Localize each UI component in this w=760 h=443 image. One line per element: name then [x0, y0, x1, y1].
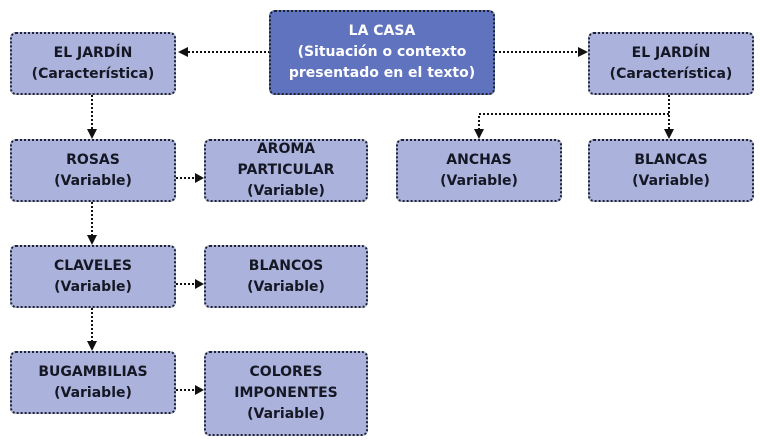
edge-claveles-to-blancos [176, 279, 204, 289]
blancos-type: (Variable) [247, 278, 325, 295]
rosas-type: (Variable) [54, 172, 132, 189]
edge-root-to-left-feature [178, 47, 270, 57]
rosas-title: ROSAS [66, 151, 120, 168]
aroma-title: AROMA PARTICULAR [237, 141, 335, 178]
root-title: LA CASA [348, 23, 416, 39]
bugambilias-node: BUGAMBILIAS (Variable) [10, 351, 176, 414]
edge-root-to-right-feature [495, 47, 588, 57]
right-feature-type: (Característica) [609, 65, 733, 82]
anchas-title: ANCHAS [446, 151, 512, 168]
colores-type: (Variable) [247, 406, 325, 422]
edge-right-feature-to-children [474, 95, 674, 139]
colores-title-line1: COLORES [249, 364, 323, 380]
blancos-node: BLANCOS (Variable) [204, 245, 368, 308]
claveles-title: CLAVELES [53, 257, 133, 274]
colores-title-line2: IMPONENTES [234, 385, 338, 401]
root-description-line1: (Situación o contexto [297, 44, 467, 60]
edge-rosas-to-aroma [176, 173, 204, 183]
right-feature-node: EL JARDÍN (Característica) [588, 32, 754, 95]
edge-left-feature-to-rosas [87, 95, 97, 139]
left-feature-type: (Característica) [31, 65, 155, 82]
right-feature-title: EL JARDÍN [631, 44, 711, 61]
root-node-la-casa: LA CASA (Situación o contexto presentado… [269, 10, 495, 95]
edge-rosas-to-claveles [87, 202, 97, 245]
edge-bugambilias-to-colores [176, 385, 204, 395]
blancas-type: (Variable) [632, 172, 710, 189]
aroma-type: (Variable) [247, 183, 325, 199]
bugambilias-type: (Variable) [54, 384, 132, 401]
edge-claveles-to-bugambilias [87, 308, 97, 351]
left-feature-title: EL JARDÍN [53, 44, 133, 61]
bugambilias-title: BUGAMBILIAS [38, 363, 148, 380]
blancas-title: BLANCAS [634, 151, 708, 168]
blancas-node: BLANCAS (Variable) [588, 139, 754, 202]
colores-node: COLORES IMPONENTES (Variable) [204, 351, 368, 436]
claveles-node: CLAVELES (Variable) [10, 245, 176, 308]
aroma-node: AROMA PARTICULAR (Variable) [204, 139, 368, 202]
anchas-type: (Variable) [440, 172, 518, 189]
anchas-node: ANCHAS (Variable) [396, 139, 562, 202]
blancos-title: BLANCOS [248, 257, 324, 274]
claveles-type: (Variable) [54, 278, 132, 295]
root-description-line2: presentado en el texto) [288, 65, 476, 81]
left-feature-node: EL JARDÍN (Característica) [10, 32, 176, 95]
rosas-node: ROSAS (Variable) [10, 139, 176, 202]
